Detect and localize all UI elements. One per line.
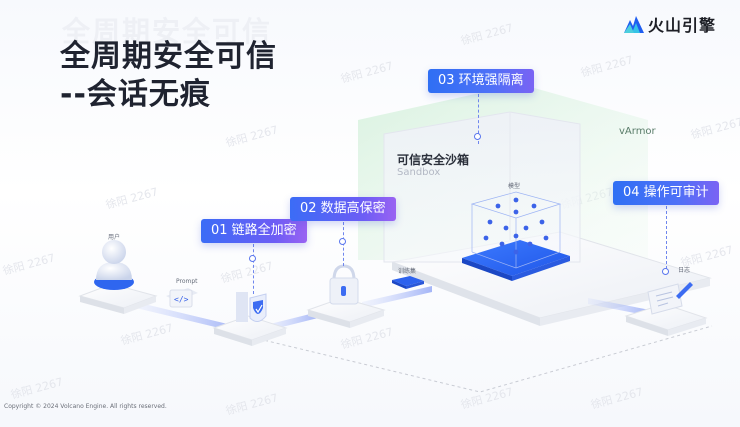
connector-line [478,94,479,144]
page-title-line1: 全周期安全可信 [60,39,277,74]
connector-line [666,206,667,274]
tag-link-encryption: 01 链路全加密 [201,219,307,243]
svg-text:</>: </> [174,295,189,304]
connector-dot [474,133,481,140]
ghost-title: 全周期安全可信 [62,15,273,48]
connector-dot [249,255,256,262]
tag-environment-isolation: 03 环境强隔离 [428,69,534,93]
sandbox-box [383,111,581,263]
copyright: Copyright © 2024 Volcano Engine. All rig… [4,403,167,410]
brand-name: 火山引擎 [648,16,717,35]
volcano-logo-icon [624,16,644,33]
sandbox-title: 可信安全沙箱 [397,153,470,167]
page-title: 全周期安全可信 --会话无痕 [60,38,277,114]
tag-operation-audit: 04 操作可审计 [613,181,719,205]
dataset-label: 训练集 [398,268,417,275]
model-label: 模型 [508,183,521,190]
connector-dot [662,268,669,275]
connector-line [253,244,254,294]
prompt-card: </> [166,288,198,308]
dataset-tile [392,276,424,286]
connector-dot [339,238,346,245]
brand-logo: 火山引擎 [624,12,716,36]
sandbox-subtitle: Sandbox [397,167,441,178]
page-title-line2: --会话无痕 [60,77,211,112]
varmor-label: vArmor [619,126,656,137]
user-label: 用户 [108,234,121,241]
log-label: 日志 [678,267,691,274]
prompt-label: Prompt [176,278,198,285]
tag-data-confidentiality: 02 数据高保密 [290,197,396,221]
